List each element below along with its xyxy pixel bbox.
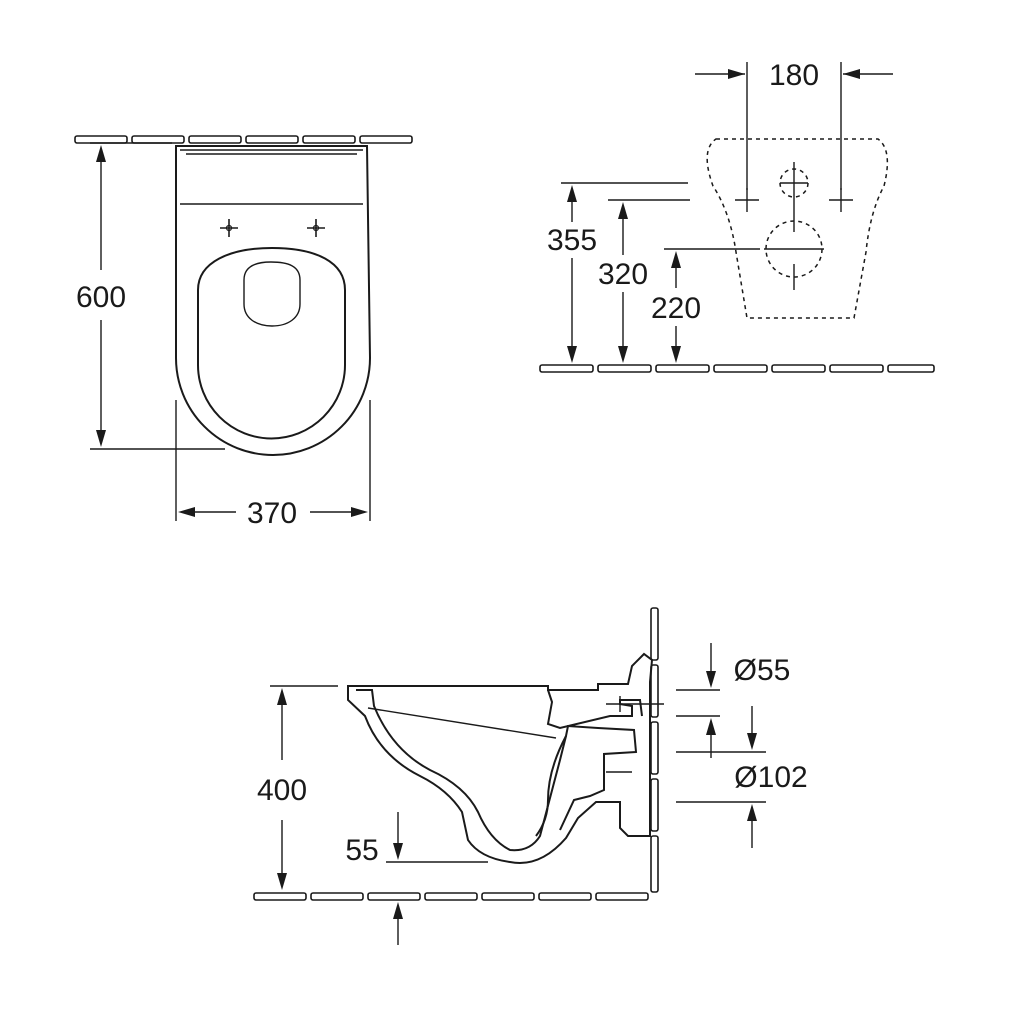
dimension-55: 55: [345, 812, 488, 945]
fixing-cross-icon: [219, 218, 239, 238]
dimension-label: 355: [547, 224, 597, 257]
side-view-floor: [253, 892, 649, 901]
dimension-label: 320: [598, 258, 648, 291]
dimension-label: 55: [345, 834, 378, 867]
top-view-wall: [74, 135, 413, 144]
dimension-400: 400: [257, 685, 338, 890]
dimension-220: 220: [651, 248, 760, 363]
dimension-320: 320: [598, 199, 690, 363]
dimension-label: Ø55: [734, 654, 791, 687]
side-view: 400 55 Ø55 Ø102: [253, 607, 808, 945]
bowl-inner: [356, 689, 638, 852]
rear-view: 180 355 320 220: [539, 59, 935, 373]
seat-opening: [243, 261, 301, 327]
dimension-600: 600: [76, 142, 225, 450]
fixing-cross-icon: [306, 218, 326, 238]
dimension-355: 355: [547, 182, 688, 363]
dimension-label: 220: [651, 292, 701, 325]
seat-outline: [197, 246, 346, 440]
rear-view-wall: [539, 364, 935, 373]
side-view-wall: [650, 607, 659, 893]
rear-bowl-outline: [706, 138, 889, 319]
dimension-inlet-diameter: Ø55: [676, 643, 790, 758]
trap-profile: [535, 689, 643, 837]
dimension-370: 370: [175, 400, 371, 530]
dimension-label: 370: [247, 497, 297, 530]
top-view: 600 370: [74, 135, 413, 530]
dimension-outlet-diameter: Ø102: [676, 706, 808, 848]
tank-band: [180, 149, 363, 205]
bowl-outline: [175, 145, 372, 456]
dimension-180: 180: [695, 59, 893, 190]
bowl-profile: [347, 652, 654, 864]
dimension-label: 180: [769, 59, 819, 92]
dimension-label: 400: [257, 774, 307, 807]
dimension-label: 600: [76, 281, 126, 314]
bolt-marks: [735, 162, 853, 290]
dimension-label: Ø102: [734, 761, 807, 794]
